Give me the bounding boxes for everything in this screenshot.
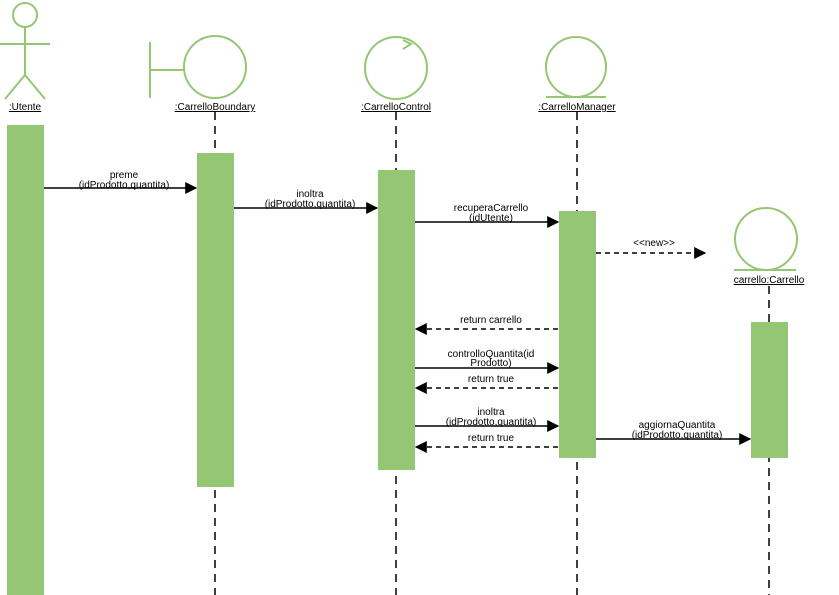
message-label: aggiornaQuantita xyxy=(639,420,716,431)
message-label: inoltra xyxy=(477,407,505,418)
message-label: (idProdotto,quantita) xyxy=(632,430,723,441)
message-label: inoltra xyxy=(296,189,324,200)
message-label: (idProdotto,quantita) xyxy=(79,180,170,191)
boundary-icon xyxy=(149,35,247,99)
activation-bar xyxy=(7,125,44,595)
entity-icon xyxy=(545,36,607,98)
activations xyxy=(7,125,788,595)
participant-label-control: :CarrelloControl xyxy=(361,102,431,113)
activation-bar xyxy=(559,211,596,458)
message-label: (idProdotto,quantita) xyxy=(265,199,356,210)
message-label: Prodotto) xyxy=(470,358,511,369)
participant-label-boundary: :CarrelloBoundary xyxy=(175,102,256,113)
message-label: controlloQuantita(id xyxy=(448,349,535,360)
message-label: return carrello xyxy=(460,315,522,326)
activation-bar xyxy=(197,153,234,487)
participant-label-carrello: carrello:Carrello xyxy=(734,275,805,286)
actor-icon xyxy=(0,2,50,100)
message-label: return true xyxy=(468,433,515,444)
entity-icon xyxy=(734,207,798,271)
message-label: preme xyxy=(110,170,139,181)
messages: preme (idProdotto,quantita) inoltra (idP… xyxy=(44,170,752,453)
message-label: (idUtente) xyxy=(469,213,513,224)
message-label: (idProdotto,quantita) xyxy=(446,417,537,428)
message-label: return true xyxy=(468,374,515,385)
message-label: recuperaCarrello xyxy=(454,203,529,214)
activation-bar xyxy=(378,170,415,470)
control-icon xyxy=(364,36,428,100)
participant-label-utente: :Utente xyxy=(9,102,42,113)
message-label: <<new>> xyxy=(633,238,675,249)
participant-label-manager: :CarrelloManager xyxy=(538,102,616,113)
activation-bar xyxy=(751,322,788,458)
